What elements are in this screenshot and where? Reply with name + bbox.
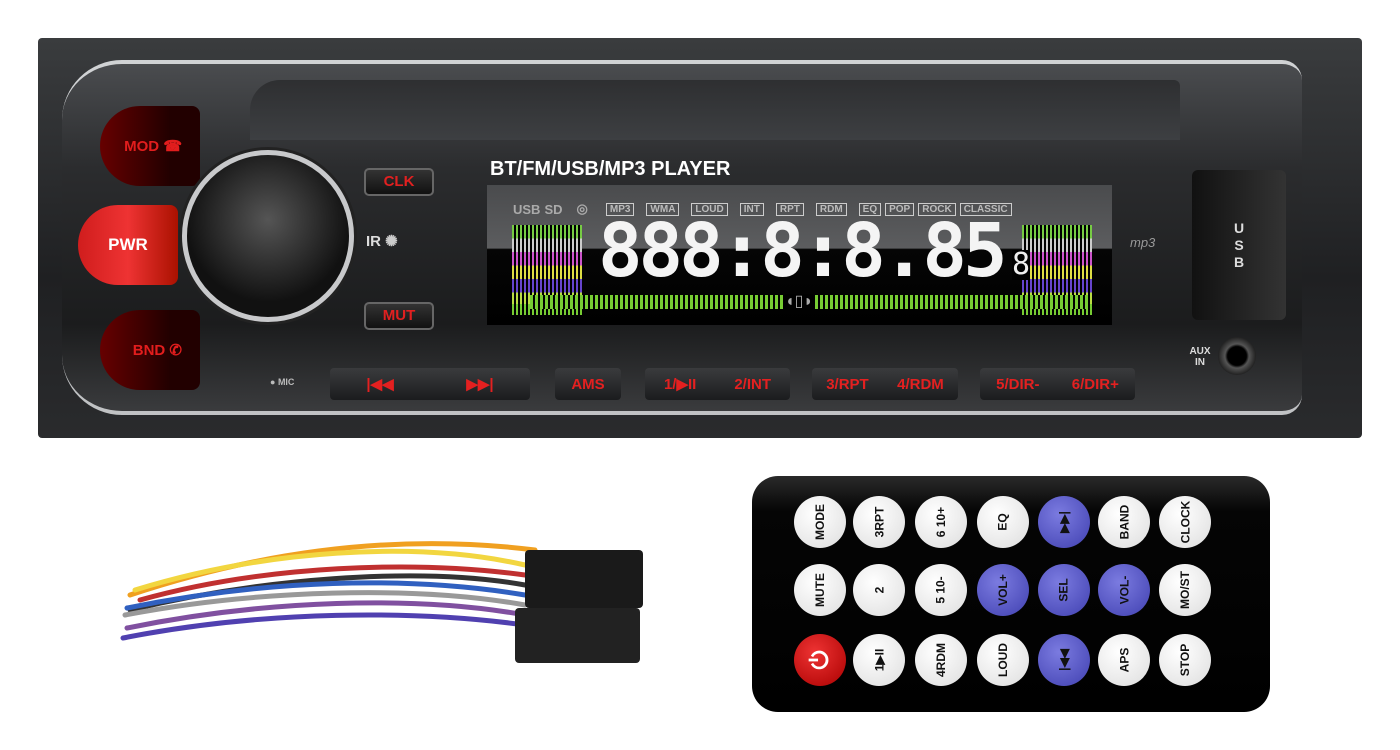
iso-connector-bottom	[515, 608, 640, 663]
indicator: RPT	[775, 202, 804, 216]
display-indicators: USB SD ◎ MP3 WMA LOUD INT RPT RDM EQ POP…	[513, 201, 1020, 217]
remote-button-label: MUTE	[813, 573, 827, 607]
indicator: SD	[544, 201, 563, 217]
display-digits: 888:8:8.85	[598, 208, 1008, 294]
prev-next-button[interactable]: |◀◀ ▶▶|	[330, 368, 530, 400]
remote-button-label: MODE	[813, 504, 827, 540]
mic: ● MIC	[270, 377, 295, 387]
power-button[interactable]: PWR	[78, 205, 178, 285]
remote-button-label: STOP	[1178, 643, 1192, 677]
remote-button-label: CLOCK	[1177, 500, 1192, 544]
remote-button-label: MO/ST	[1178, 571, 1192, 609]
indicator: MP3	[605, 202, 635, 216]
remote-button-1-0[interactable]: MUTE	[794, 564, 846, 616]
remote-button-label: EQ	[996, 513, 1010, 531]
remote-button-label: VOL-	[1116, 575, 1131, 605]
disc-icon: ◎	[576, 201, 588, 216]
remote-button-2-0[interactable]: ⏻	[794, 634, 846, 686]
remote-button-0-6[interactable]: CLOCK	[1159, 496, 1211, 548]
remote-button-0-5[interactable]: BAND	[1098, 496, 1150, 548]
indicator: WMA	[646, 202, 680, 216]
remote-button-2-4[interactable]: |◀◀	[1038, 634, 1090, 686]
band-button[interactable]: BND ✆	[100, 310, 200, 390]
remote-button-label: APS	[1117, 647, 1131, 673]
indicator: ROCK	[918, 202, 956, 216]
ir-receiver: IR ✺	[366, 233, 398, 250]
remote-button-2-1[interactable]: 1▶II	[853, 634, 905, 686]
remote-button-label: BAND	[1116, 504, 1131, 540]
remote-button-0-1[interactable]: 3RPT	[853, 496, 905, 548]
remote-button-label: 4RDM	[933, 642, 948, 678]
remote-button-1-4[interactable]: SEL	[1038, 564, 1090, 616]
remote-button-0-0[interactable]: MODE	[794, 496, 846, 548]
iso-connector-top	[525, 550, 643, 608]
remote-button-label: VOL+	[996, 574, 1010, 606]
dir-button[interactable]: 5/DIR-6/DIR+	[980, 368, 1135, 400]
remote-button-label: SEL	[1057, 578, 1071, 602]
remote-button-1-3[interactable]: VOL+	[977, 564, 1029, 616]
remote-button-0-3[interactable]: EQ	[977, 496, 1029, 548]
indicator: POP	[885, 202, 915, 216]
indicator: RDM	[815, 202, 847, 216]
model-title: BT/FM/USB/MP3 PLAYER	[490, 158, 731, 180]
wire-red	[137, 564, 528, 603]
remote-button-label: ⏻	[805, 650, 833, 670]
indicator: INT	[739, 202, 764, 216]
wiring-harness	[120, 541, 643, 663]
mute-button[interactable]: MUT	[364, 302, 434, 330]
remote-button-label: 5 10-	[933, 576, 948, 604]
remote-button-label: |◀◀	[1056, 649, 1071, 671]
ir-sensor-icon: ✺	[385, 233, 398, 250]
clk-button[interactable]: CLK	[364, 168, 434, 196]
remote-button-1-2[interactable]: 5 10-	[915, 564, 967, 616]
prev-label: |◀◀	[366, 376, 394, 393]
remote-button-label: 2	[872, 586, 886, 594]
indicator: USB	[513, 201, 541, 217]
top-bar	[250, 80, 1180, 140]
ams-button[interactable]: AMS	[555, 368, 621, 400]
remote-button-2-5[interactable]: APS	[1098, 634, 1150, 686]
remote-button-label: 1▶II	[871, 648, 886, 672]
remote-button-0-4[interactable]: ▶▶|	[1038, 496, 1090, 548]
remote-button-2-3[interactable]: LOUD	[977, 634, 1029, 686]
phone-hangup-icon: ☎	[163, 138, 182, 155]
remote-button-2-6[interactable]: STOP	[1159, 634, 1211, 686]
next-label: ▶▶|	[466, 376, 494, 393]
remote-button-label: ▶▶|	[1056, 511, 1071, 533]
display-small-digit: 8	[1012, 247, 1031, 282]
remote-button-2-2[interactable]: 4RDM	[915, 634, 967, 686]
indicator: LOUD	[691, 202, 728, 216]
wire-yellow	[132, 548, 528, 593]
aux-jack[interactable]	[1218, 337, 1256, 375]
remote-button-label: LOUD	[996, 643, 1010, 677]
mp3-logo: mp3	[1130, 235, 1156, 250]
aux-label: AUX IN	[1189, 346, 1211, 368]
remote-button-1-5[interactable]: VOL-	[1098, 564, 1150, 616]
volume-knob[interactable]	[182, 150, 354, 322]
remote-button-0-2[interactable]: 6 10+	[915, 496, 967, 548]
indicator: EQ	[858, 202, 882, 216]
wire-purple	[124, 600, 528, 631]
wire-violet	[120, 612, 528, 641]
mod-button[interactable]: MOD ☎	[100, 106, 200, 186]
remote-button-1-6[interactable]: MO/ST	[1159, 564, 1211, 616]
wire-blue	[124, 580, 528, 611]
remote-button-1-1[interactable]: 2	[853, 564, 905, 616]
wire-gray	[122, 590, 528, 618]
bluetooth-phone-icon: ◖▯◗	[785, 293, 814, 310]
indicator: CLASSIC	[959, 202, 1012, 216]
remote-button-label: 6 10+	[934, 506, 948, 538]
phone-answer-icon: ✆	[169, 342, 182, 359]
remote-button-label: 3RPT	[872, 506, 886, 538]
